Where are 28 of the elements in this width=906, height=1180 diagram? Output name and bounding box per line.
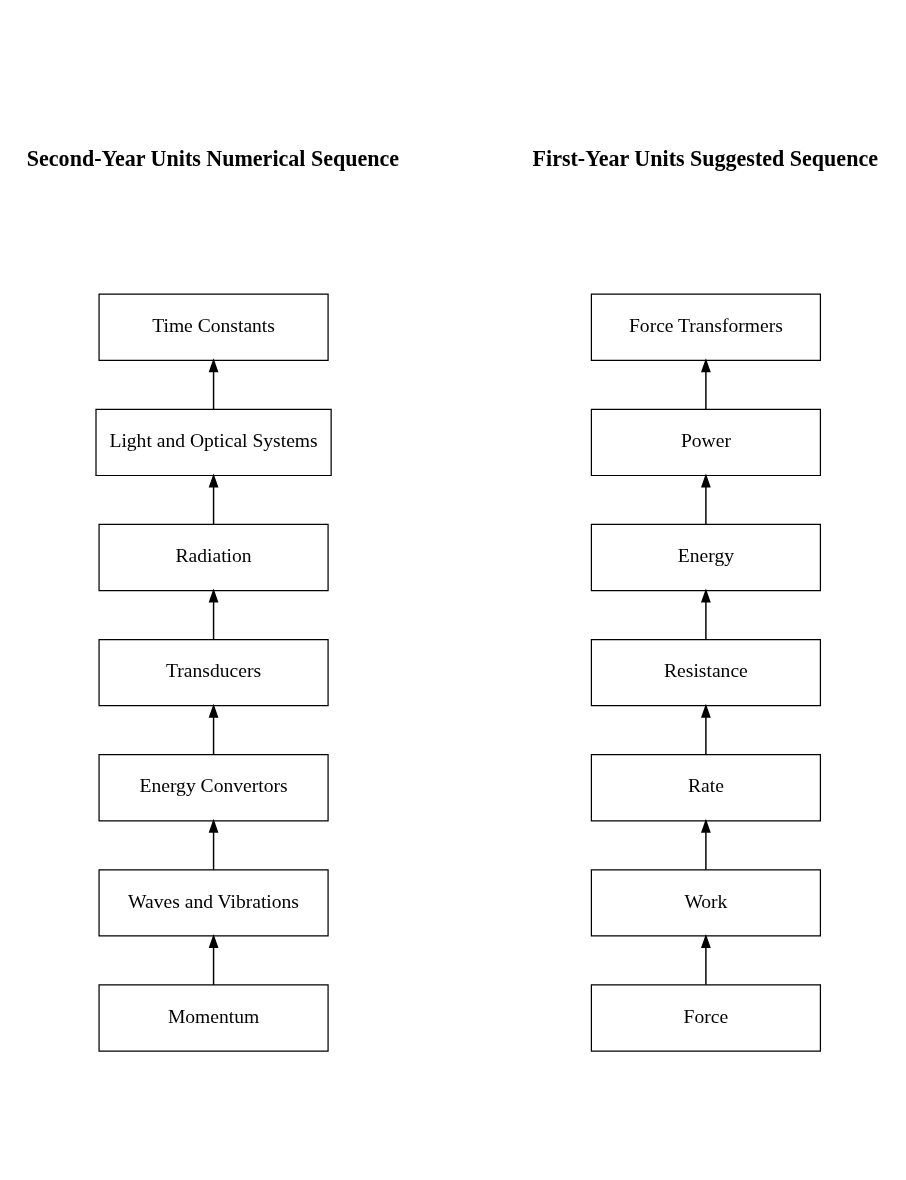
node-box: Resistance bbox=[590, 639, 821, 707]
node-box: Momentum bbox=[98, 984, 329, 1052]
label: First-Year Units Suggested Sequence bbox=[532, 146, 878, 172]
arrow bbox=[701, 933, 711, 986]
arrow bbox=[701, 358, 711, 410]
arrow bbox=[208, 818, 219, 871]
arrow bbox=[208, 473, 219, 526]
arrow bbox=[208, 358, 219, 410]
arrow bbox=[701, 473, 711, 526]
arrow bbox=[208, 933, 219, 986]
node-box: Force bbox=[590, 984, 821, 1052]
arrow bbox=[208, 588, 219, 641]
node-box: Force Transformers bbox=[590, 293, 821, 361]
node-box: Light and Optical Systems bbox=[95, 408, 332, 477]
arrow bbox=[701, 818, 711, 871]
node-box: Waves and Vibrations bbox=[98, 869, 329, 937]
node-box: Power bbox=[590, 408, 821, 477]
arrow bbox=[701, 703, 711, 756]
node-box: Time Constants bbox=[98, 293, 329, 361]
arrow bbox=[208, 703, 219, 756]
label: Second-Year Units Numerical Sequence bbox=[26, 146, 400, 172]
node-box: Rate bbox=[590, 754, 821, 822]
node-box: Work bbox=[590, 869, 821, 937]
arrow bbox=[701, 588, 711, 641]
node-box: Energy bbox=[590, 523, 821, 592]
node-box: Radiation bbox=[98, 523, 329, 592]
node-box: Transducers bbox=[98, 639, 329, 707]
node-box: Energy Convertors bbox=[98, 754, 329, 822]
